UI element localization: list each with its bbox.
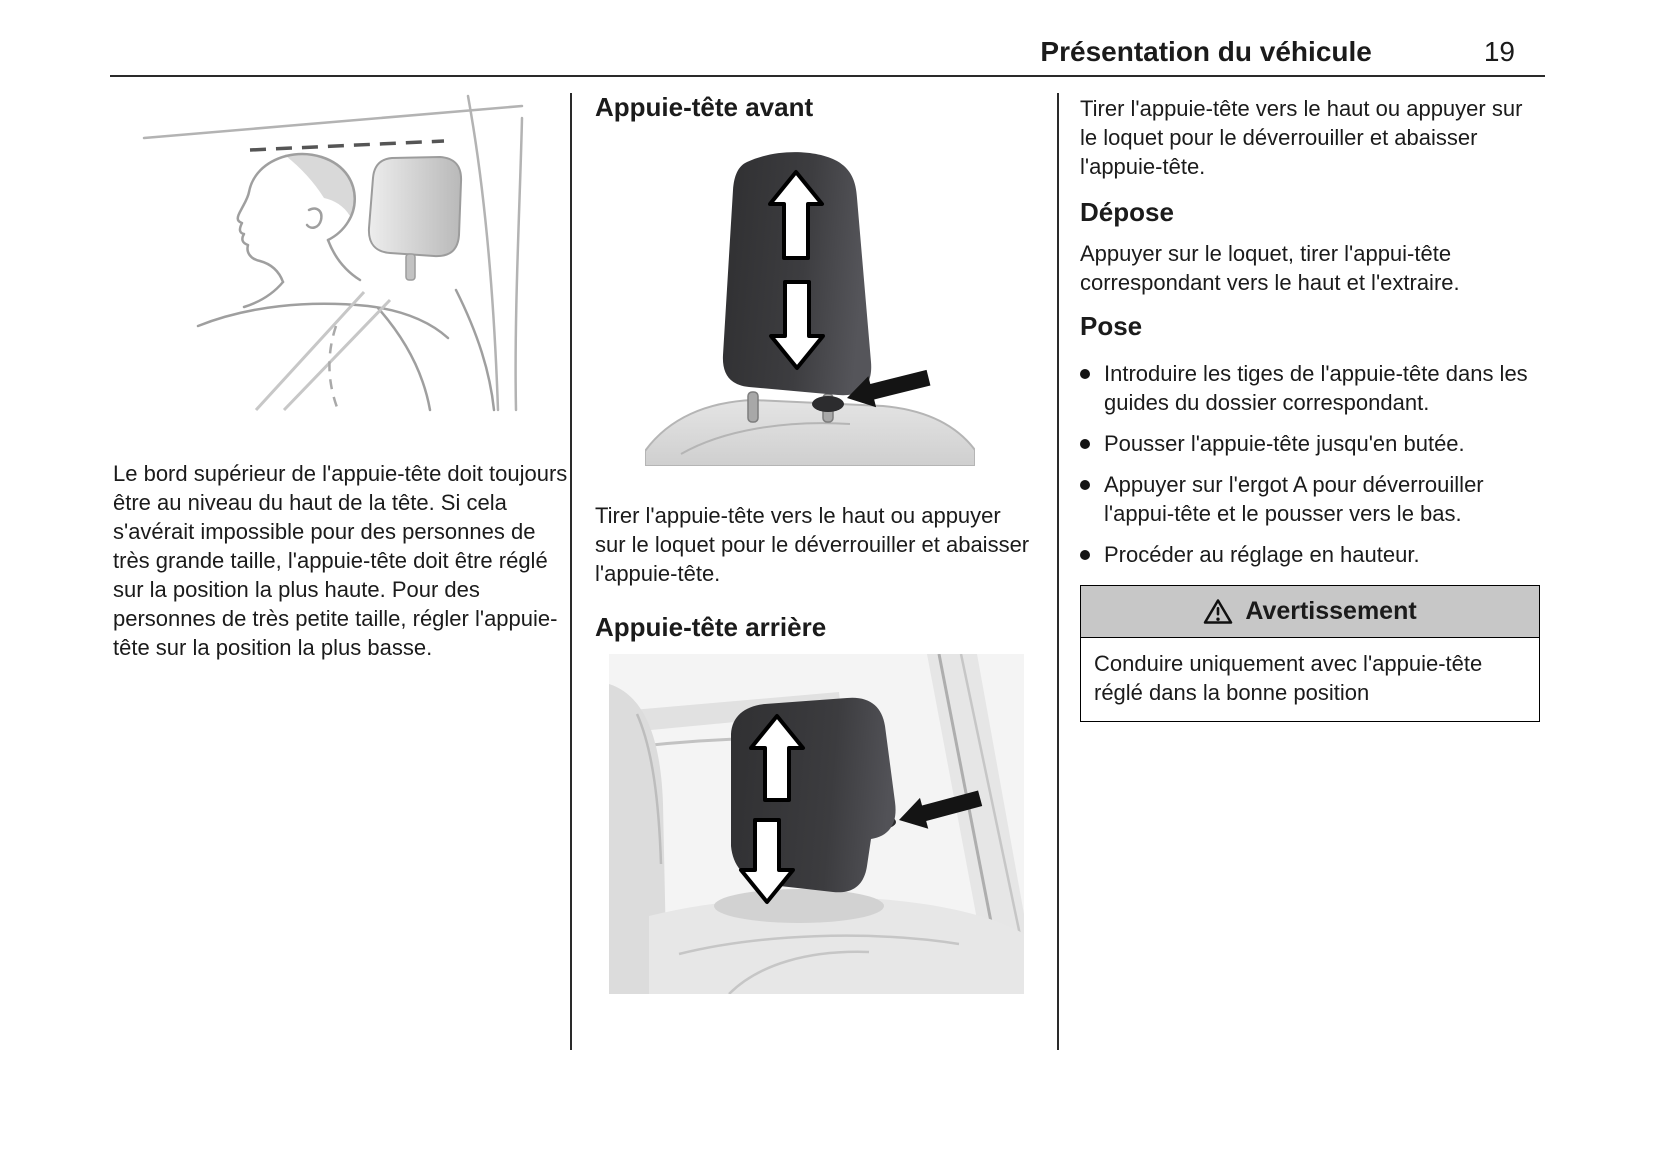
right-column: Tirer l'appuie-tête vers le haut ou appu… <box>1080 94 1546 722</box>
removal-heading: Dépose <box>1080 197 1174 227</box>
page-title: Présentation du véhicule <box>1040 36 1372 67</box>
head-level-dashed-line <box>249 139 445 152</box>
front-headrest-paragraph: Tirer l'appuie-tête vers le haut ou appu… <box>595 503 1030 586</box>
release-latch <box>812 396 844 412</box>
list-item-text: Introduire les tiges de l'appuie-tête da… <box>1104 361 1528 415</box>
headrest-post <box>747 391 759 423</box>
seat-belt-lines <box>254 290 392 412</box>
left-column: Le bord supérieur de l'appuie-tête doit … <box>113 94 568 662</box>
down-arrow-icon <box>739 818 795 904</box>
page-number: 19 <box>1483 36 1515 67</box>
list-item: Pousser l'appuie-tête jusqu'en butée. <box>1080 429 1546 458</box>
list-item-text: Pousser l'appuie-tête jusqu'en butée. <box>1104 431 1465 456</box>
header-rule <box>110 75 1545 77</box>
rear-headrest-heading: Appuie-tête arrière <box>595 612 827 642</box>
page-header: Présentation du véhicule 19 <box>110 36 1545 68</box>
warning-triangle-icon <box>1204 599 1233 624</box>
seat-top-shape <box>644 398 976 467</box>
rear-headrest-drawing <box>608 653 1026 995</box>
list-item-text: Appuyer sur l'ergot A pour déverrouiller… <box>1104 472 1484 526</box>
rear-headrest-illustration <box>608 653 1043 999</box>
front-headrest-heading: Appuie-tête avant <box>595 92 814 122</box>
down-arrow-icon <box>769 280 825 370</box>
list-item: Introduire les tiges de l'appuie-tête da… <box>1080 359 1546 417</box>
installation-heading: Pose <box>1080 311 1143 341</box>
front-headrest-drawing <box>644 152 976 467</box>
list-item-text: Procéder au réglage en hauteur. <box>1104 542 1420 567</box>
latch-arrow-icon <box>847 369 931 408</box>
removal-paragraph: Appuyer sur le loquet, tirer l'appui-têt… <box>1080 241 1460 295</box>
front-headrest-illustration <box>644 146 1043 471</box>
headrest-shape <box>367 155 463 258</box>
up-arrow-icon <box>768 170 824 260</box>
rear-seat-shape <box>649 896 1024 994</box>
installation-steps-list: Introduire les tiges de l'appuie-tête da… <box>1080 359 1546 569</box>
column-divider-right <box>1057 93 1059 1050</box>
warning-header: Avertissement <box>1081 586 1539 638</box>
list-item: Procéder au réglage en hauteur. <box>1080 540 1546 569</box>
c-pillar <box>927 654 1024 994</box>
latch-arrow-icon <box>899 790 983 829</box>
headrest-shape <box>722 152 872 396</box>
column-divider-left <box>570 93 572 1050</box>
warning-title: Avertissement <box>1245 597 1417 625</box>
bullet-icon <box>1080 439 1090 449</box>
headrest-position-illustration <box>138 94 568 417</box>
warning-box: Avertissement Conduire uniquement avec l… <box>1080 585 1540 722</box>
bullet-icon <box>1080 369 1090 379</box>
seated-person-drawing <box>142 94 524 412</box>
list-item: Appuyer sur l'ergot A pour déverrouiller… <box>1080 470 1546 528</box>
warning-body: Conduire uniquement avec l'appuie-tête r… <box>1094 651 1483 705</box>
up-arrow-icon <box>749 714 805 802</box>
bullet-icon <box>1080 480 1090 490</box>
headrest-position-paragraph: Le bord supérieur de l'appuie-tête doit … <box>113 461 568 660</box>
bullet-icon <box>1080 550 1090 560</box>
front-headrest-continued-paragraph: Tirer l'appuie-tête vers le haut ou appu… <box>1080 96 1523 179</box>
middle-column: Appuie-tête avant <box>595 92 1043 999</box>
